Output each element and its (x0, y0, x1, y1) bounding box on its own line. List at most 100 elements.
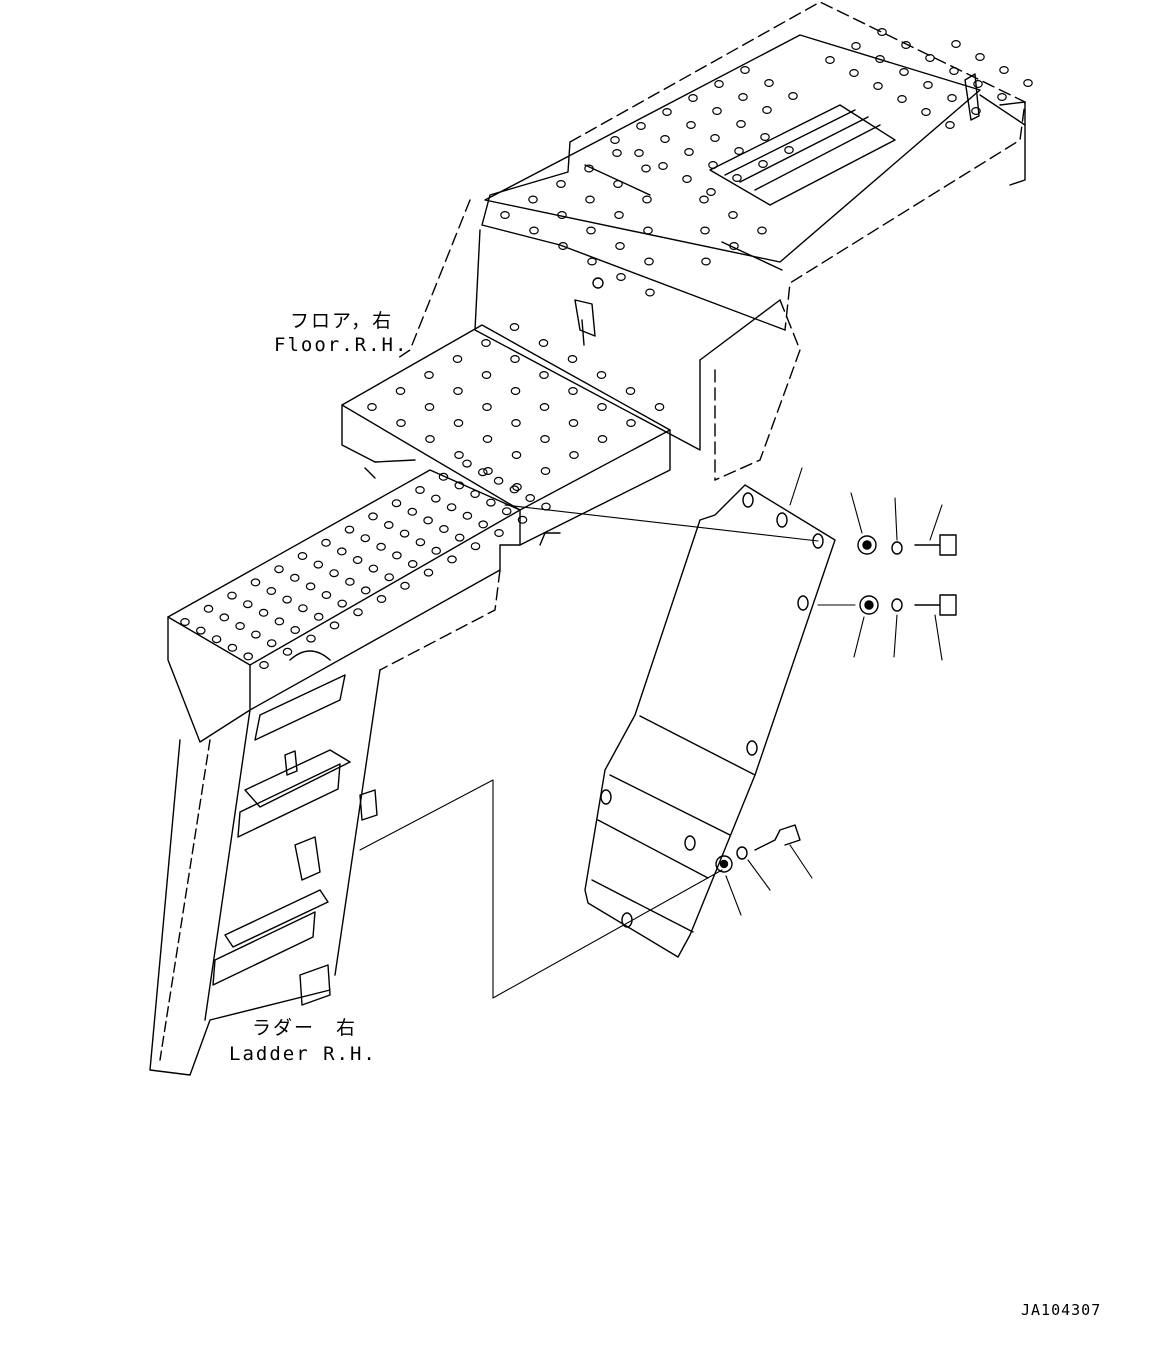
perforation-hole (645, 288, 655, 297)
perforation-hole (274, 617, 285, 626)
perforation-hole (227, 643, 238, 652)
perforation-hole (353, 608, 363, 617)
perforation-hole (584, 164, 594, 173)
perforation-hole (482, 403, 492, 412)
perforation-hole (376, 594, 387, 603)
perforation-hole (313, 612, 324, 621)
perforation-hole (510, 387, 521, 396)
perforation-hole (510, 355, 520, 364)
perforation-hole (616, 273, 626, 282)
perforation-hole (654, 403, 665, 412)
perforation-hole (762, 105, 772, 114)
perforation-hole (383, 520, 394, 529)
perforation-hole (439, 524, 449, 533)
perforation-hole (615, 242, 625, 251)
perforation-hole (945, 120, 955, 129)
perforation-hole (662, 107, 672, 116)
perforation-hole (396, 419, 406, 428)
perforation-hole (180, 617, 190, 626)
perforation-hole (336, 547, 347, 556)
perforation-hole (734, 147, 744, 156)
perforation-hole (509, 323, 520, 332)
perforation-hole (686, 120, 696, 129)
perforation-hole (788, 91, 798, 100)
perforation-hole (758, 160, 768, 169)
perforation-hole (877, 28, 887, 37)
perforation-hole (306, 634, 316, 643)
perforation-hole (729, 242, 739, 251)
perforation-hole (951, 39, 961, 48)
perforation-hole (462, 511, 473, 520)
perforation-hole (528, 195, 538, 204)
upper-floor-deck (482, 2, 1025, 330)
perforation-hole (407, 559, 418, 568)
perforation-hole (423, 568, 434, 577)
perforation-hole (227, 591, 237, 600)
perforation-hole (399, 529, 410, 538)
perforation-hole (529, 226, 539, 235)
perforation-hole (423, 516, 433, 525)
perforation-hole (368, 564, 379, 573)
perforation-hole (625, 387, 636, 396)
perforation-hole (454, 451, 464, 460)
perforation-hole (482, 435, 493, 444)
perforation-hole (700, 226, 710, 235)
perforation-hole (352, 555, 363, 564)
perforation-hole (438, 472, 449, 481)
perforation-hole (613, 180, 623, 189)
perforation-hole (391, 499, 402, 508)
perforation-hole (266, 639, 277, 648)
perforation-hole (851, 41, 861, 50)
perforation-hole (732, 174, 742, 183)
perforation-hole (235, 621, 245, 630)
perforation-hole (784, 146, 794, 155)
perforation-hole (367, 403, 377, 412)
perforation-hole (512, 483, 522, 492)
perforation-hole (975, 52, 985, 61)
perforation-hole (481, 371, 492, 380)
perforation-hole (250, 578, 261, 587)
perforation-hole (634, 149, 644, 158)
perforation-hole (849, 68, 859, 77)
perforation-hole (614, 211, 624, 220)
perforation-hole (344, 525, 355, 534)
perforation-hole (501, 507, 512, 516)
perforation-hole (973, 79, 983, 88)
perforation-hole (923, 80, 933, 89)
perforation-hole (500, 211, 510, 220)
perforation-hole (477, 468, 488, 477)
leader-lines (360, 468, 942, 998)
perforation-hole (760, 133, 770, 142)
perforation-hole (587, 257, 597, 266)
perforation-hole (1023, 78, 1033, 87)
perforation-hole (376, 542, 386, 551)
perforation-hole (243, 652, 253, 661)
perforation-hole (345, 577, 355, 586)
perforation-hole (454, 533, 465, 542)
perforation-hole (641, 164, 651, 173)
perforation-hole (452, 355, 463, 364)
perforation-hole (585, 195, 595, 204)
perforation-hole (540, 467, 551, 476)
perforation-hole (282, 595, 292, 604)
perforation-hole (243, 600, 253, 609)
perforation-hole (947, 93, 957, 102)
perforation-hole (313, 560, 324, 569)
ladder-rh-label-jp: ラダー 右 (252, 1017, 358, 1039)
perforation-hole (203, 604, 214, 613)
perforation-hole (899, 67, 909, 76)
perforation-hole (395, 387, 406, 396)
perforation-hole (539, 371, 549, 380)
perforation-hole (368, 512, 378, 521)
perforation-hole (453, 419, 464, 428)
perforation-hole (290, 625, 300, 634)
perforation-hole (684, 148, 694, 157)
perforation-hole (540, 435, 550, 444)
perforation-hole (710, 134, 720, 143)
perforation-hole (329, 621, 340, 630)
perforation-hole (658, 162, 668, 171)
perforation-hole (714, 79, 724, 88)
perforation-hole (999, 65, 1009, 74)
perforation-hole (321, 538, 331, 547)
perforation-hole (764, 78, 774, 87)
